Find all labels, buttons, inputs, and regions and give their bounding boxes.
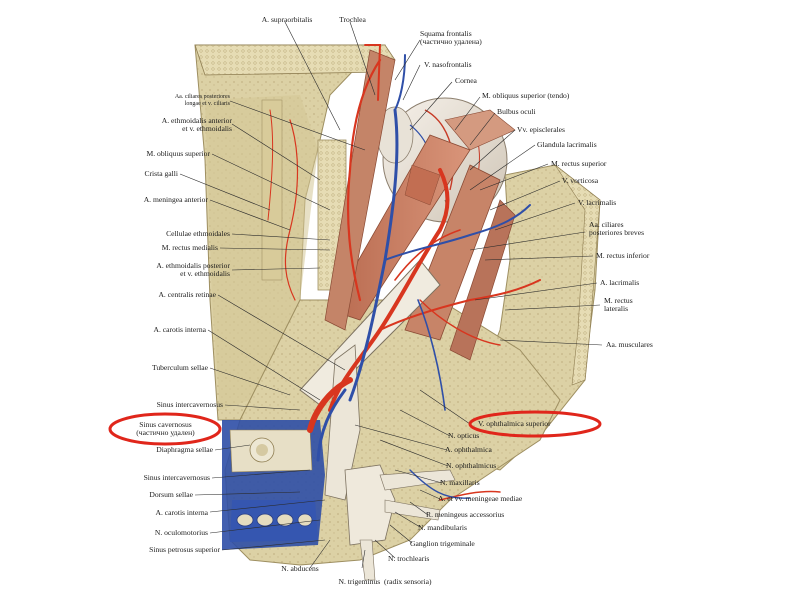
label-v-ophthalmica-superior: V. ophthalmica superior (478, 419, 551, 428)
label-cornea: Cornea (455, 76, 477, 85)
label-a-ophthalmica: A. ophthalmica (445, 445, 492, 454)
label-m-rectus-medialis: M. rectus medialis (161, 243, 218, 252)
label-v-nasofrontalis: V. nasofrontalis (424, 60, 472, 69)
label-aa-ciliares-posteriores-breves: Aa. ciliares posteriores breves (589, 220, 645, 237)
label-a-lacrimalis: A. lacrimalis (600, 278, 640, 287)
label-bulbus-oculi: Bulbus oculi (497, 107, 536, 116)
highlight-v-ophthalmica-superior (468, 410, 602, 438)
label-n-oculomotorius: N. oculomotorius (154, 528, 208, 537)
label-sinus-petrosus-superior: Sinus petrosus superior (149, 545, 220, 554)
label-dorsum-sellae: Dorsum sellae (149, 490, 193, 499)
label-a-ethmoidalis-anterior: A. ethmoidalis anterior et v. ethmoidali… (161, 116, 232, 133)
highlight-marks (108, 410, 602, 446)
label-n-abducens: N. abducens (281, 564, 319, 573)
extraocular-muscles (324, 49, 516, 361)
label-sinus-intercavernosus-lower: Sinus intercavernosus (143, 473, 210, 482)
label-sinus-intercavernosus-upper: Sinus intercavernosus (156, 400, 223, 409)
label-a-centralis-retinae: A. centralis retinae (158, 290, 216, 299)
highlight-sinus-cavernosus (108, 412, 222, 446)
cavernous-sinus-region (222, 420, 325, 550)
label-aa-musculares: Aa. musculares (606, 340, 653, 349)
label-v-lacrimalis: V. lacrimalis (578, 198, 617, 207)
label-m-rectus-superior: M. rectus superior (551, 159, 607, 168)
label-v-vorticosa: V. vorticosa (562, 176, 599, 185)
label-n-ophthalmicus: N. ophthalmicus (446, 461, 497, 470)
label-cellulae-ethmoidales: Cellulae ethmoidales (166, 229, 230, 238)
label-r-meningeus-accessorius: R. meningeus accessorius (426, 510, 505, 519)
label-m-obliquus-superior: M. obliquus superior (146, 149, 211, 158)
label-n-trochlearis: N. trochlearis (388, 554, 430, 563)
label-tuberculum-sellae: Tuberculum sellae (151, 363, 208, 372)
label-n-mandibularis: N. mandibularis (418, 523, 467, 532)
label-crista-galli: Crista galli (144, 169, 178, 178)
label-ganglion-trigeminale: Ganglion trigeminale (410, 539, 475, 548)
label-n-opticus: N. opticus (448, 431, 480, 440)
label-trochlea: Trochlea (339, 15, 366, 24)
label-aa-ciliares-posteriores-longae: Aa. ciliares posteriores longae et v. ci… (174, 94, 230, 107)
label-a-carotis-interna-lower: A. carotis interna (155, 508, 208, 517)
label-a-ethmoidalis-posterior: A. ethmoidalis posterior et v. ethmoidal… (156, 261, 230, 278)
label-glandula-lacrimalis: Glandula lacrimalis (537, 140, 597, 149)
label-m-rectus-inferior: M. rectus inferior (596, 251, 650, 260)
label-a-supraorbitalis: A. supraorbitalis (261, 15, 313, 24)
label-vv-episclerales: Vv. episclerales (517, 125, 566, 134)
label-a-meningea-anterior: A. meningea anterior (143, 195, 208, 204)
label-n-trigeminus: N. trigeminus (radix sensoria) (338, 577, 432, 586)
label-squama-frontalis: Squama frontalis (частично удалена) (420, 29, 482, 46)
arteries (267, 44, 541, 501)
label-a-carotis-interna-upper: A. carotis interna (153, 325, 206, 334)
veins (316, 54, 531, 499)
label-sinus-cavernosus: Sinus cavernosus (частично удален) (136, 420, 195, 437)
label-diaphragma-sellae: Diaphragma sellae (156, 445, 213, 454)
label-m-rectus-lateralis: M. rectus lateralis (604, 296, 633, 313)
label-a-et-vv-meningeae-mediae: A. et vv. meningeae mediae (438, 494, 523, 503)
label-n-maxillaris: N. maxillaris (440, 478, 480, 487)
leader-lines (179, 21, 603, 569)
label-m-obliquus-superior-tendo: M. obliquus superior (tendo) (482, 91, 570, 100)
